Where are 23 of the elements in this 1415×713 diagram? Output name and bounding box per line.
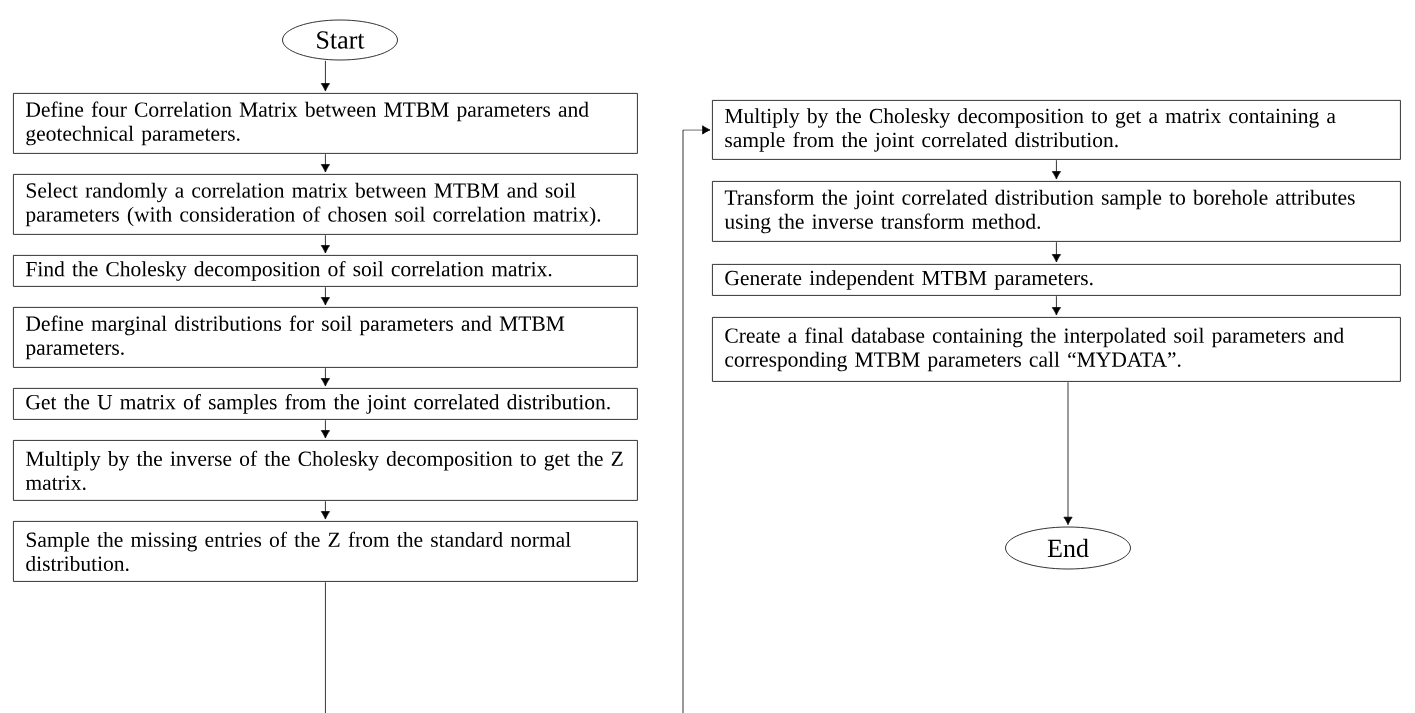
process-box: Generate independent MTBM parameters. — [712, 264, 1401, 296]
process-box: Get the U matrix of samples from the joint correlated distribution. — [13, 388, 638, 420]
arrow — [320, 419, 330, 439]
process-box: Select randomly a correlation matrix between MTBM and soil parameters (with consideration of chosen soil correlation matrix). — [13, 174, 638, 235]
arrow — [320, 500, 330, 520]
process-box: Sample the missing entries of the Z from the standard normal distribution. — [13, 521, 638, 582]
process-box: Multiply by the Cholesky decomposition to get a matrix containing a sample from the joint correlated distribution. — [712, 100, 1401, 160]
arrow — [1051, 241, 1061, 263]
arrow — [320, 286, 330, 306]
process-box: Multiply by the inverse of the Cholesky decomposition to get the Z matrix. — [13, 440, 638, 501]
arrow — [320, 60, 330, 92]
arrow — [1063, 381, 1073, 526]
process-box: Transform the joint correlated distribution sample to borehole attributes using the inverse transform method. — [712, 181, 1401, 242]
process-box: Define marginal distributions for soil parameters and MTBM parameters. — [13, 307, 638, 368]
arrow — [320, 234, 330, 254]
process-box: Find the Cholesky decomposition of soil correlation matrix. — [13, 255, 638, 287]
process-box: Define four Correlation Matrix between MTBM parameters and geotechnical parameters. — [13, 93, 638, 154]
arrow — [320, 367, 330, 387]
arrow — [325, 125, 711, 713]
arrow — [1051, 295, 1061, 316]
arrow — [320, 153, 330, 173]
arrow — [1051, 159, 1061, 180]
process-box: Create a final database containing the interpolated soil parameters and corresponding MTBM parameters call “MYDATA”. — [712, 317, 1401, 382]
